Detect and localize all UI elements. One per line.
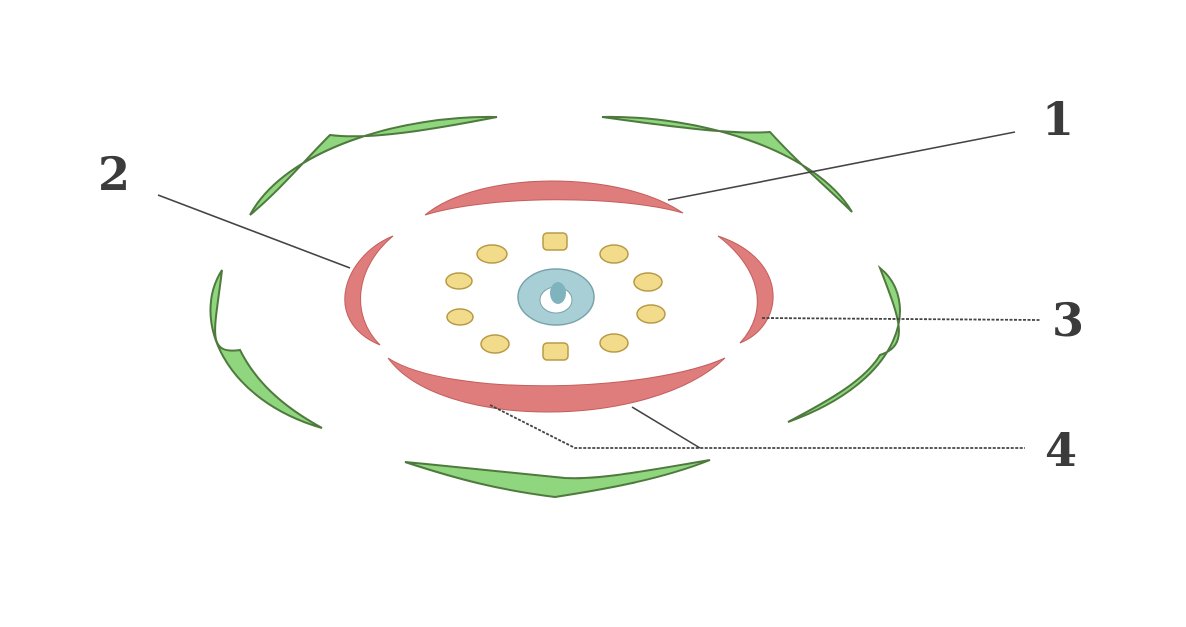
stamen <box>543 233 567 250</box>
pistil-ovule <box>550 282 566 304</box>
sepal-bottom <box>405 460 710 497</box>
label-1: 1 <box>1042 92 1074 146</box>
stamen <box>600 245 628 263</box>
label-4: 4 <box>1045 423 1077 477</box>
stamen <box>600 334 628 352</box>
petal-top <box>425 181 683 215</box>
stamen <box>634 273 662 291</box>
leader-line-1 <box>668 132 1015 200</box>
label-3: 3 <box>1052 293 1084 347</box>
pistil <box>518 269 594 325</box>
petal-bottom <box>388 358 725 412</box>
stamen <box>637 305 665 323</box>
sepal-right <box>788 268 900 422</box>
stamen <box>477 245 507 263</box>
stamen <box>446 273 472 289</box>
petal-left <box>345 236 393 345</box>
stamen <box>447 309 473 325</box>
leader-line-3 <box>762 318 1040 320</box>
leader-line-2 <box>158 195 350 268</box>
stamen <box>543 343 568 360</box>
leader-line-4-branch <box>632 407 700 448</box>
stamen <box>481 335 509 353</box>
sepal-left <box>210 270 322 428</box>
label-2: 2 <box>98 147 130 201</box>
petal-right <box>718 236 773 343</box>
